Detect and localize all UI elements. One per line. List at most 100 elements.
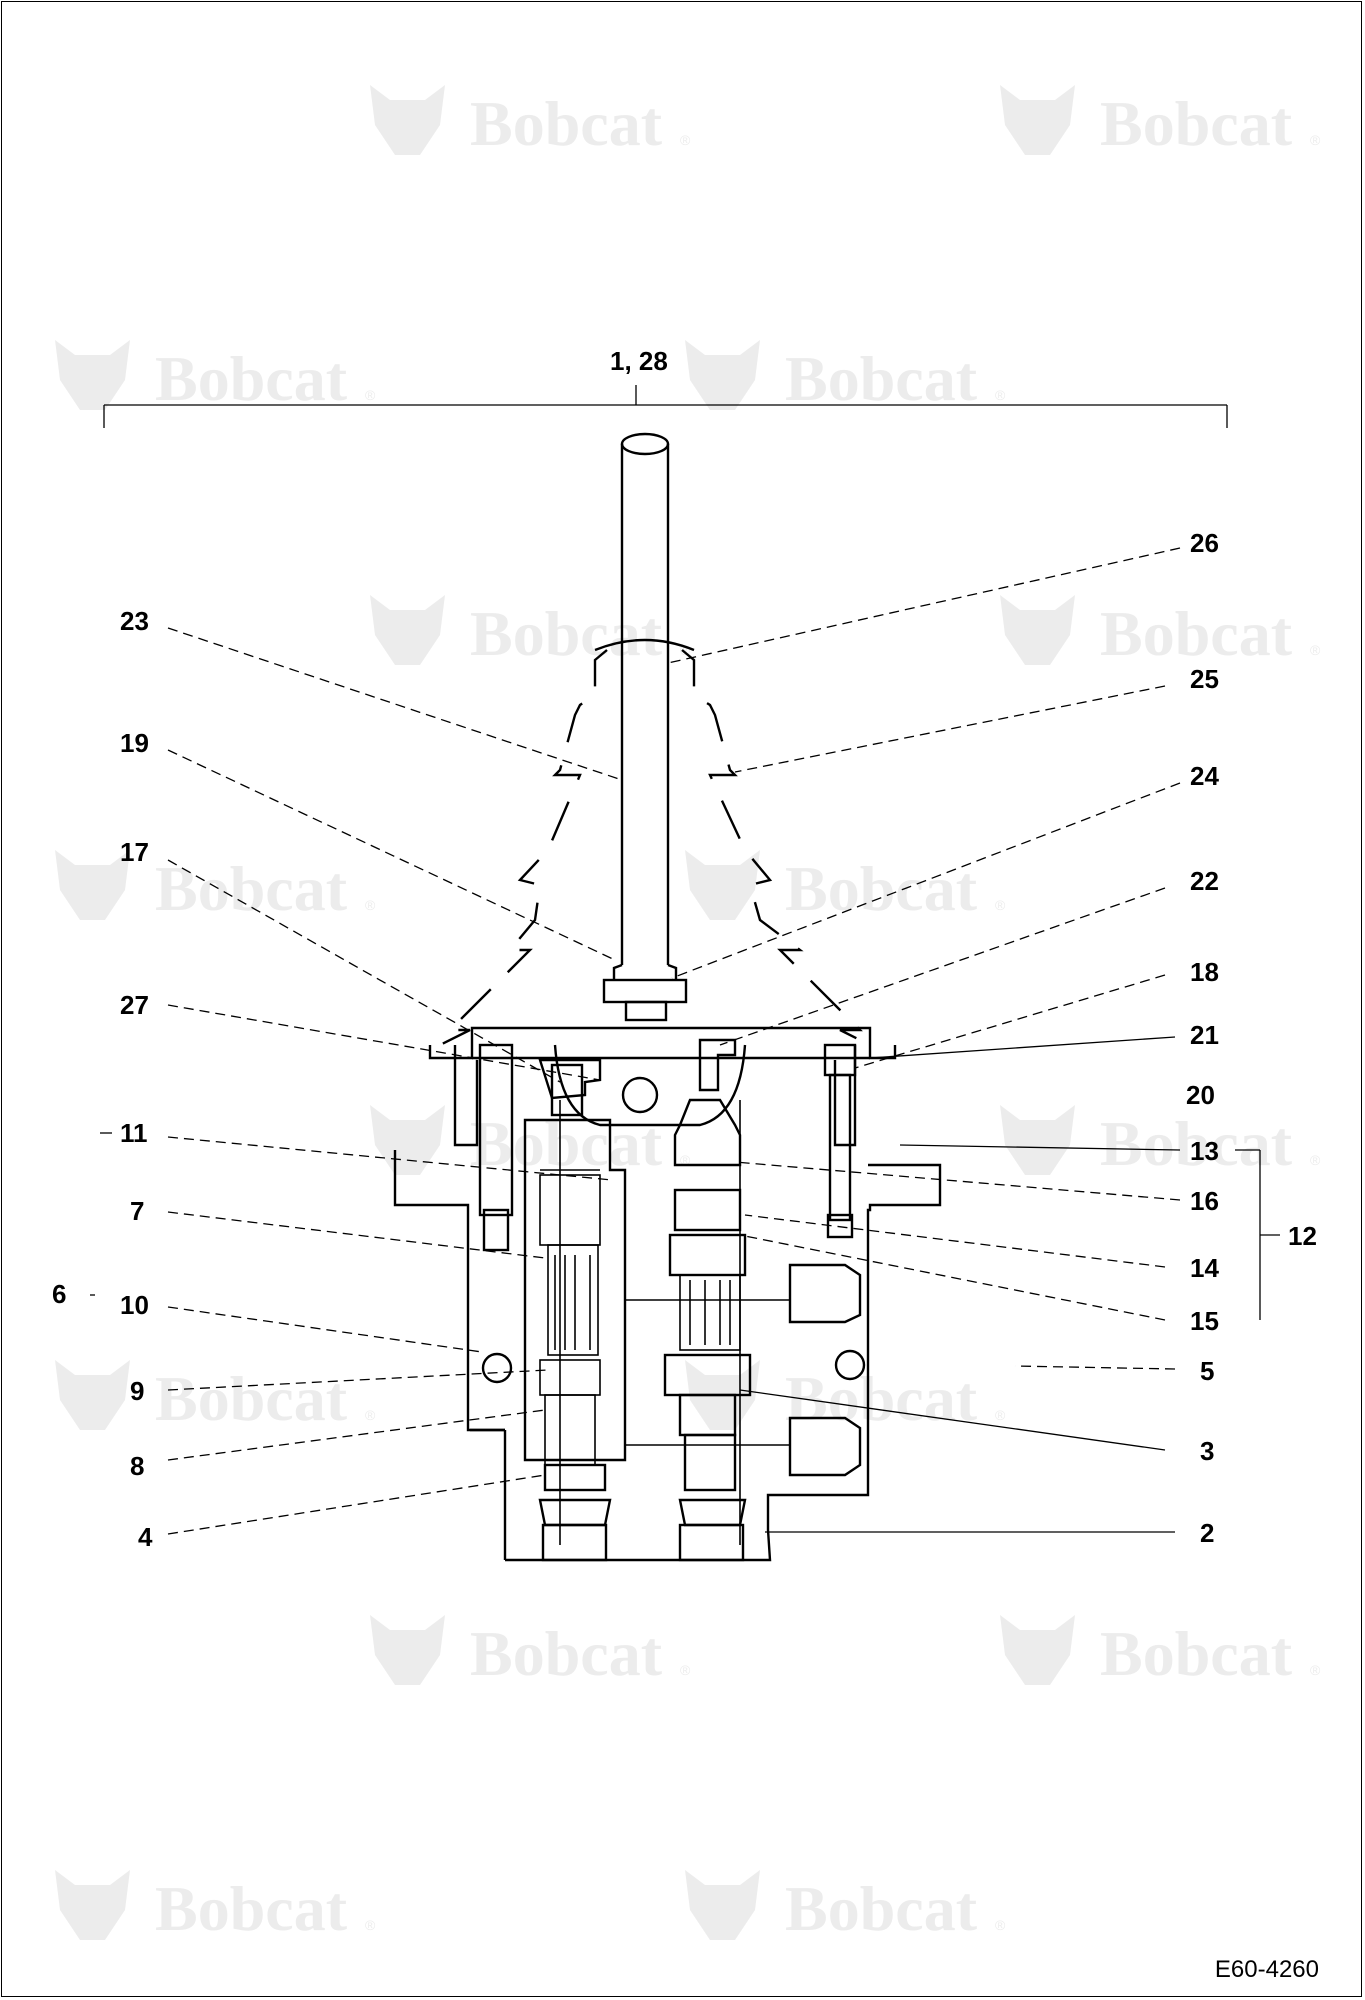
watermark-brand: Bobcat bbox=[470, 1108, 663, 1179]
watermark-registered-icon: ® bbox=[995, 897, 1006, 913]
bobcat-watermark: Bobcat ® bbox=[685, 1360, 1006, 1434]
bobcat-head-logo-icon bbox=[1000, 1105, 1075, 1175]
watermark-registered-icon: ® bbox=[365, 897, 376, 913]
bobcat-head-logo-icon bbox=[685, 1870, 760, 1940]
callout-24: 24 bbox=[1190, 761, 1219, 791]
watermark-registered-icon: ® bbox=[680, 1152, 691, 1168]
watermark-brand: Bobcat bbox=[785, 1363, 978, 1434]
bobcat-watermark: Bobcat ® bbox=[370, 1615, 691, 1689]
watermark-registered-icon: ® bbox=[365, 1917, 376, 1933]
bobcat-head-logo-icon bbox=[685, 340, 760, 410]
bobcat-head-logo-icon bbox=[55, 340, 130, 410]
watermark-brand: Bobcat bbox=[785, 343, 978, 414]
right-spool-assembly bbox=[663, 1043, 866, 1562]
rubber-boot bbox=[439, 638, 871, 1047]
callout-23: 23 bbox=[120, 606, 149, 636]
callout-20: 20 bbox=[1186, 1080, 1215, 1110]
watermark-registered-icon: ® bbox=[1310, 1152, 1321, 1168]
watermark-brand: Bobcat bbox=[155, 853, 348, 924]
callout-25: 25 bbox=[1190, 664, 1219, 694]
callout-13: 13 bbox=[1190, 1136, 1219, 1166]
watermark-brand: Bobcat bbox=[155, 343, 348, 414]
callout-labels: 1, 28 26 23 25 19 24 17 22 18 27 21 20 1… bbox=[52, 346, 1317, 1552]
watermark-registered-icon: ® bbox=[995, 1917, 1006, 1933]
watermark-brand: Bobcat bbox=[470, 1618, 663, 1689]
bobcat-watermark: Bobcat ® bbox=[1000, 1615, 1321, 1689]
watermark-brand: Bobcat bbox=[155, 1873, 348, 1944]
drawing-code: E60-4260 bbox=[1214, 1956, 1319, 1983]
bobcat-watermark: Bobcat ® bbox=[1000, 85, 1321, 159]
bobcat-watermark: Bobcat ® bbox=[370, 595, 691, 669]
watermark-registered-icon: ® bbox=[995, 387, 1006, 403]
bobcat-head-logo-icon bbox=[685, 850, 760, 920]
watermark-brand: Bobcat bbox=[1100, 1618, 1293, 1689]
watermark-brand: Bobcat bbox=[155, 1363, 348, 1434]
bobcat-watermark: Bobcat ® bbox=[685, 1870, 1006, 1944]
callout-8: 8 bbox=[130, 1451, 144, 1481]
watermark-registered-icon: ® bbox=[680, 1662, 691, 1678]
valve-housing bbox=[393, 1045, 942, 1562]
bobcat-watermark: Bobcat ® bbox=[55, 1360, 376, 1434]
bobcat-watermark: Bobcat ® bbox=[685, 850, 1006, 924]
callout-15: 15 bbox=[1190, 1306, 1219, 1336]
callout-21: 21 bbox=[1190, 1020, 1219, 1050]
bobcat-head-logo-icon bbox=[55, 1360, 130, 1430]
bobcat-head-logo-icon bbox=[1000, 595, 1075, 665]
callout-9: 9 bbox=[130, 1376, 144, 1406]
watermark-registered-icon: ® bbox=[680, 642, 691, 658]
callout-22: 22 bbox=[1190, 866, 1219, 896]
callout-5: 5 bbox=[1200, 1356, 1214, 1386]
watermark-brand: Bobcat bbox=[1100, 598, 1293, 669]
callout-10: 10 bbox=[120, 1290, 149, 1320]
bobcat-watermark: Bobcat ® bbox=[370, 85, 691, 159]
bobcat-watermark: Bobcat ® bbox=[55, 340, 376, 414]
bobcat-head-logo-icon bbox=[370, 1105, 445, 1175]
bobcat-head-logo-icon bbox=[55, 1870, 130, 1940]
callout-27: 27 bbox=[120, 990, 149, 1020]
callout-26: 26 bbox=[1190, 528, 1219, 558]
callout-1-28: 1, 28 bbox=[610, 346, 668, 376]
watermark-brand: Bobcat bbox=[470, 88, 663, 159]
bobcat-watermark: Bobcat ® bbox=[370, 1105, 691, 1179]
watermark-brand: Bobcat bbox=[785, 1873, 978, 1944]
left-spool-assembly bbox=[478, 1043, 627, 1562]
watermark-layer: Bobcat ® Bobcat ® Bobcat ® Bobcat ® Bobcat ® Bobca… bbox=[55, 85, 1321, 1944]
bobcat-head-logo-icon bbox=[1000, 85, 1075, 155]
bobcat-head-logo-icon bbox=[1000, 1615, 1075, 1685]
leader-lines bbox=[90, 547, 1280, 1535]
watermark-registered-icon: ® bbox=[995, 1407, 1006, 1423]
watermark-registered-icon: ® bbox=[365, 387, 376, 403]
callout-6: 6 bbox=[52, 1279, 66, 1309]
callout-16: 16 bbox=[1190, 1186, 1219, 1216]
callout-12: 12 bbox=[1288, 1221, 1317, 1251]
watermark-registered-icon: ® bbox=[1310, 1662, 1321, 1678]
port-plugs bbox=[625, 1263, 862, 1477]
callout-7: 7 bbox=[130, 1196, 144, 1226]
callout-14: 14 bbox=[1190, 1253, 1219, 1283]
callout-11: 11 bbox=[120, 1118, 148, 1148]
callout-3: 3 bbox=[1200, 1436, 1214, 1466]
bobcat-watermark: Bobcat ® bbox=[685, 340, 1006, 414]
callout-18: 18 bbox=[1190, 957, 1219, 987]
watermark-registered-icon: ® bbox=[1310, 642, 1321, 658]
assembly-bracket bbox=[103, 385, 1228, 428]
callout-2: 2 bbox=[1200, 1518, 1214, 1548]
bobcat-head-logo-icon bbox=[370, 85, 445, 155]
watermark-brand: Bobcat bbox=[1100, 88, 1293, 159]
watermark-brand: Bobcat bbox=[470, 598, 663, 669]
bobcat-head-logo-icon bbox=[55, 850, 130, 920]
watermark-brand: Bobcat bbox=[785, 853, 978, 924]
bobcat-head-logo-icon bbox=[370, 1615, 445, 1685]
callout-17: 17 bbox=[120, 837, 149, 867]
watermark-registered-icon: ® bbox=[680, 132, 691, 148]
bobcat-watermark: Bobcat ® bbox=[55, 1870, 376, 1944]
bobcat-watermark: Bobcat ® bbox=[55, 850, 376, 924]
watermark-registered-icon: ® bbox=[365, 1407, 376, 1423]
callout-4: 4 bbox=[138, 1522, 153, 1552]
bobcat-watermark: Bobcat ® bbox=[1000, 595, 1321, 669]
bobcat-watermark: Bobcat® bbox=[1000, 1105, 1321, 1179]
bobcat-head-logo-icon bbox=[370, 595, 445, 665]
watermark-registered-icon: ® bbox=[1310, 132, 1321, 148]
control-lever bbox=[602, 432, 688, 1022]
